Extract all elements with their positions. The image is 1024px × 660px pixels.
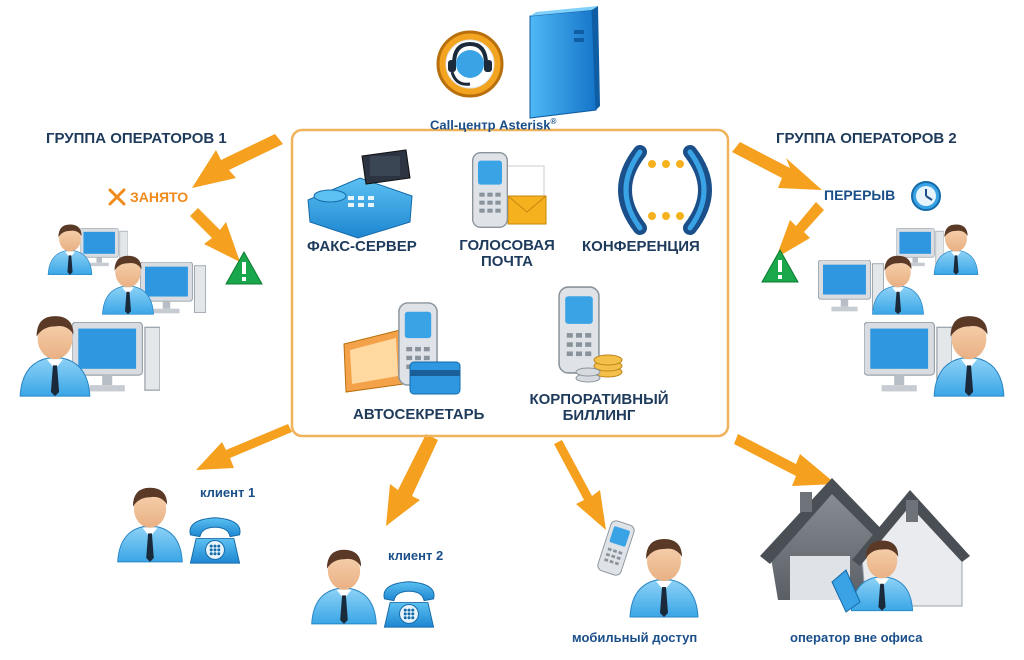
busy-status: ЗАНЯТО: [130, 189, 189, 205]
warning-icon-right: [761, 249, 799, 283]
group-1-title: ГРУППА ОПЕРАТОРОВ 1: [46, 130, 227, 147]
billing-label: КОРПОРАТИВНЫЙ БИЛЛИНГ: [529, 391, 669, 424]
arrow-to-remote-operator: [734, 434, 836, 486]
arrow-to-client-1: [196, 424, 292, 470]
autosecretary-icon: [343, 302, 461, 395]
arrow-break-to-warning: [776, 202, 824, 258]
billing-icon: [558, 286, 623, 383]
operator-group-1-illustration: [19, 224, 206, 397]
group-2-title: ГРУППА ОПЕРАТОРОВ 2: [776, 130, 957, 147]
autosecretary-label: АВТОСЕКРЕТАРЬ: [353, 406, 485, 423]
operator-group-2-illustration: [818, 224, 1005, 397]
mobile-access-label: мобильный доступ: [572, 630, 698, 645]
arrow-busy-to-warning: [190, 208, 240, 262]
client-1-label: клиент 1: [200, 485, 256, 500]
fax-server-label: ФАКС-СЕРВЕР: [307, 238, 417, 255]
server-icon: [529, 6, 600, 119]
fax-icon: [307, 149, 413, 239]
arrow-to-group-1: [192, 134, 283, 188]
remote-operator-illustration: [760, 478, 970, 613]
remote-operator-label: оператор вне офиса: [790, 630, 923, 645]
services-box: [290, 128, 730, 438]
arrow-to-client-2: [386, 434, 438, 526]
break-status: ПЕРЕРЫВ: [824, 187, 896, 203]
conference-icon: [618, 145, 712, 235]
voicemail-label: ГОЛОСОВАЯ ПОЧТА: [459, 237, 555, 270]
mobile-user-illustration: [595, 518, 699, 618]
conference-label: КОНФЕРЕНЦИЯ: [582, 238, 700, 255]
voicemail-icon: [471, 152, 547, 229]
arrow-to-mobile: [554, 440, 606, 530]
clock-icon: [911, 181, 941, 211]
busy-cross-icon: [108, 188, 126, 206]
client-2-label: клиент 2: [388, 548, 444, 563]
call-center-title: Call-центр Asterisk®: [430, 117, 557, 133]
headset-icon: [436, 30, 504, 98]
arrow-to-group-2: [732, 142, 822, 190]
